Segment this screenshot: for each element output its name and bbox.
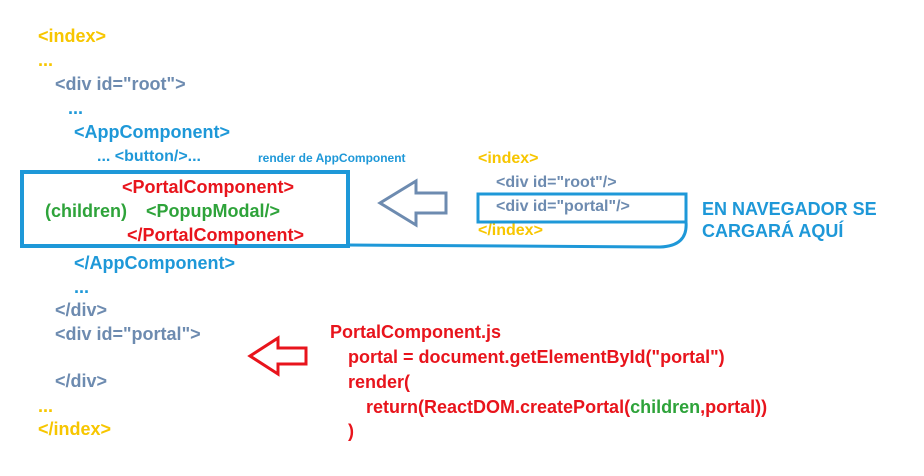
left-arrow-icon bbox=[247, 335, 308, 377]
box-connector-line bbox=[347, 221, 688, 249]
left-arrow-icon bbox=[377, 178, 448, 228]
portal-div-open-tag: <div id="portal"> bbox=[55, 324, 201, 344]
portal-component-open-tag: <PortalComponent> bbox=[122, 177, 295, 197]
browser-index-close-tag: </index> bbox=[478, 222, 543, 239]
portal-component-close-tag: </PortalComponent> bbox=[127, 225, 305, 245]
render-note: render de AppComponent bbox=[258, 151, 406, 165]
ellipsis: ... bbox=[38, 50, 54, 70]
ellipsis: ... bbox=[38, 396, 54, 416]
code-return-suffix: ,portal)) bbox=[700, 397, 768, 417]
browser-index-open-tag: <index> bbox=[478, 150, 539, 167]
browser-root-div: <div id="root"/> bbox=[496, 174, 617, 191]
children-label: (children) bbox=[45, 201, 128, 221]
ellipsis: ... bbox=[68, 98, 84, 118]
app-component-open-tag: <AppComponent> bbox=[74, 122, 230, 142]
code-line-return: return(ReactDOM.createPortal(children,po… bbox=[366, 397, 767, 417]
code-line-close-paren: ) bbox=[348, 421, 354, 441]
popup-modal-tag: <PopupModal/> bbox=[146, 201, 281, 221]
browser-portal-box bbox=[476, 192, 688, 224]
browser-note-line1: EN NAVEGADOR SE bbox=[702, 199, 877, 219]
portal-render-box bbox=[20, 170, 350, 248]
root-div-close-tag: </div> bbox=[55, 300, 108, 320]
index-open-tag: <index> bbox=[38, 26, 107, 46]
root-div-open-tag: <div id="root"> bbox=[55, 74, 186, 94]
portal-div-close-tag: </div> bbox=[55, 371, 108, 391]
code-children-arg: children bbox=[630, 397, 701, 417]
button-line: ... <button/>... bbox=[97, 148, 201, 165]
browser-portal-div: <div id="portal"/> bbox=[496, 198, 630, 215]
code-file-name: PortalComponent.js bbox=[330, 322, 502, 342]
index-close-tag: </index> bbox=[38, 419, 112, 439]
ellipsis: ... bbox=[74, 277, 90, 297]
browser-note-line2: CARGARÁ AQUÍ bbox=[702, 221, 844, 241]
code-return-prefix: return(ReactDOM.createPortal( bbox=[366, 397, 631, 417]
code-line-portal: portal = document.getElementById("portal… bbox=[348, 347, 725, 367]
code-line-render: render( bbox=[348, 372, 411, 392]
app-component-close-tag: </AppComponent> bbox=[74, 253, 235, 273]
